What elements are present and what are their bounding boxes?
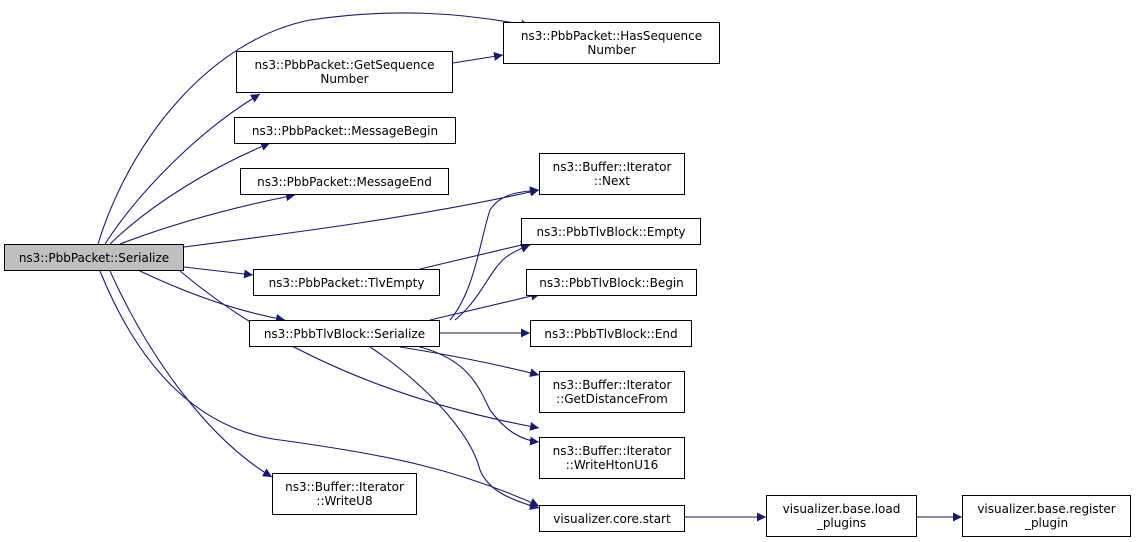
node-label: ::Next: [593, 174, 631, 188]
node-pbbtlvblock-empty[interactable]: ns3::PbbTlvBlock::Empty: [521, 218, 701, 245]
edge-serialize-to-has_seq: [97, 12, 531, 245]
edge-get_seq-to-has_seq: [452, 51, 504, 64]
edge-tlvempty-to-tlv_empty_blk: [419, 240, 531, 270]
node-label: ns3::PbbPacket::TlvEmpty: [268, 275, 425, 290]
edge-serialize-to-tlvempty: [183, 266, 254, 279]
node-label: Number: [320, 72, 369, 86]
node-pbbpacket-hassequencenumber[interactable]: ns3::PbbPacket::HasSequence Number: [503, 22, 720, 64]
node-pbbpacket-serialize[interactable]: ns3::PbbPacket::Serialize: [4, 244, 184, 271]
node-pbbpacket-getsequencenumber[interactable]: ns3::PbbPacket::GetSequence Number: [236, 51, 453, 93]
edge-tlv_serialize-to-iter_next: [449, 186, 540, 321]
node-buffer-iterator-writeu8[interactable]: ns3::Buffer::Iterator ::WriteU8: [272, 473, 417, 515]
edge-tlv_serialize-to-get_dist: [399, 346, 540, 378]
node-pbbpacket-tlvempty[interactable]: ns3::PbbPacket::TlvEmpty: [253, 269, 440, 296]
node-label: ns3::PbbTlvBlock::Begin: [539, 275, 684, 290]
edge-serialize-to-msg_end: [119, 192, 296, 245]
node-label: ns3::PbbPacket::GetSequence: [254, 58, 435, 72]
node-label: ns3::PbbPacket::Serialize: [18, 250, 170, 265]
edge-serialize-to-write_u8: [109, 270, 273, 478]
node-label: _plugins: [816, 516, 867, 530]
node-label: ns3::PbbPacket::HasSequence: [520, 29, 703, 43]
node-label: ns3::PbbPacket::MessageEnd: [257, 174, 432, 189]
node-label: ns3::PbbTlvBlock::Serialize: [263, 326, 426, 341]
edge-serialize-to-tlv_serialize: [139, 270, 286, 323]
node-label: ns3::Buffer::Iterator: [552, 444, 672, 458]
node-label: visualizer.base.register: [977, 502, 1116, 516]
node-pbbpacket-messagebegin[interactable]: ns3::PbbPacket::MessageBegin: [234, 117, 456, 144]
edge-serialize-to-iter_next: [183, 187, 540, 248]
edge-serialize-to-get_seq: [104, 93, 261, 245]
node-visualizer-base-register-plugin[interactable]: visualizer.base.register _plugin: [962, 495, 1131, 537]
node-label: ns3::Buffer::Iterator: [552, 160, 672, 174]
node-pbbtlvblock-end[interactable]: ns3::PbbTlvBlock::End: [530, 320, 692, 347]
node-label: ns3::PbbPacket::MessageBegin: [251, 123, 439, 138]
node-label: visualizer.core.start: [553, 511, 671, 526]
node-buffer-iterator-next[interactable]: ns3::Buffer::Iterator ::Next: [539, 153, 685, 195]
node-visualizer-core-start[interactable]: visualizer.core.start: [539, 505, 685, 532]
node-label: _plugin: [1024, 516, 1069, 530]
node-label: ns3::PbbTlvBlock::End: [544, 326, 678, 341]
node-label: ns3::PbbTlvBlock::Empty: [536, 224, 686, 239]
node-buffer-iterator-writehtonu16[interactable]: ns3::Buffer::Iterator ::WriteHtonU16: [539, 437, 685, 479]
node-visualizer-base-load-plugins[interactable]: visualizer.base.load _plugins: [766, 495, 917, 537]
edge-tlv_serialize-to-write_hton: [419, 346, 540, 446]
node-label: ::GetDistanceFrom: [556, 392, 668, 406]
node-pbbpacket-messageend[interactable]: ns3::PbbPacket::MessageEnd: [240, 168, 449, 195]
edge-tlv_serialize-to-tlv_empty_blk: [454, 244, 531, 321]
node-pbbtlvblock-serialize[interactable]: ns3::PbbTlvBlock::Serialize: [249, 320, 440, 347]
node-label: ::WriteHtonU16: [565, 458, 659, 472]
edge-serialize-to-msg_begin: [109, 142, 271, 245]
node-label: Number: [587, 43, 636, 57]
node-label: visualizer.base.load: [782, 502, 901, 516]
edge-tlv_serialize-to-tlv_begin: [429, 291, 541, 321]
node-label: ::WriteU8: [316, 494, 373, 508]
node-label: ns3::Buffer::Iterator: [285, 480, 404, 494]
node-buffer-iterator-getdistancefrom[interactable]: ns3::Buffer::Iterator ::GetDistanceFrom: [539, 371, 685, 413]
edge-serialize-to-vis_start: [99, 270, 540, 507]
node-label: ns3::Buffer::Iterator: [552, 378, 672, 392]
edge-tlv_serialize-to-vis_start: [369, 346, 540, 510]
edge-serialize-to-write_hton: [179, 270, 540, 431]
node-pbbtlvblock-begin[interactable]: ns3::PbbTlvBlock::Begin: [526, 269, 697, 296]
